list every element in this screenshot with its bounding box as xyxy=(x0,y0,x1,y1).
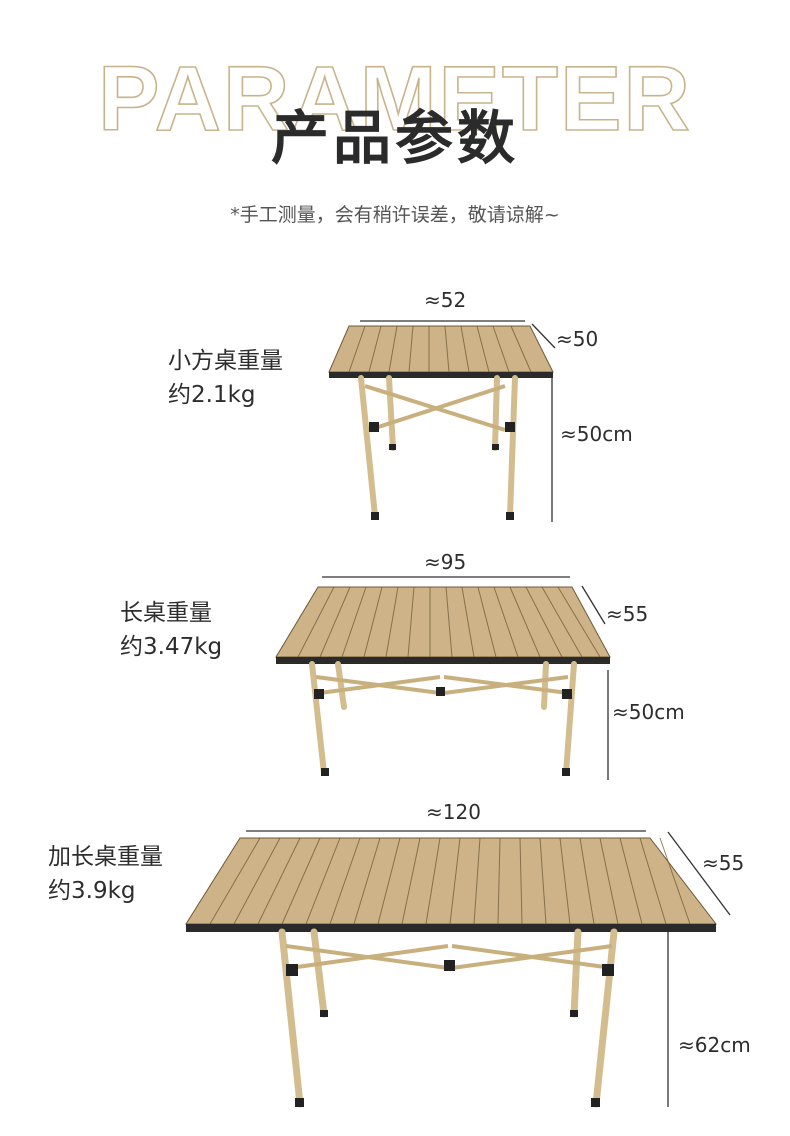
product-1-table-image xyxy=(328,325,554,520)
product-2-name: 长桌重量 xyxy=(120,600,212,626)
product-1-name: 小方桌重量 xyxy=(168,348,283,374)
product-2-height: ≈50cm xyxy=(612,700,685,724)
product-1-height: ≈50cm xyxy=(560,422,633,446)
product-1-weight: 约2.1kg xyxy=(168,382,256,408)
product-3-weight: 约3.9kg xyxy=(48,878,136,904)
product-1-dimensions xyxy=(360,320,556,522)
product-3-table-image xyxy=(185,837,718,1108)
product-2-table-image xyxy=(275,586,611,776)
product-2-dimensions xyxy=(322,576,609,780)
measurement-note: *手工测量，会有稍许误差，敬请谅解~ xyxy=(230,204,560,226)
product-1-width: ≈50 xyxy=(556,327,599,351)
page-title: 产品参数 xyxy=(270,104,519,172)
wordmark-text: PARAMETER xyxy=(98,48,692,150)
parameter-wordmark: PARAMETER xyxy=(97,47,692,150)
product-3-height: ≈62cm xyxy=(678,1033,751,1057)
product-2-width: ≈55 xyxy=(606,602,649,626)
product-3-name: 加长桌重量 xyxy=(48,844,163,870)
product-1-length: ≈52 xyxy=(424,288,467,312)
product-2-weight: 约3.47kg xyxy=(120,634,223,660)
product-2-length: ≈95 xyxy=(424,550,467,574)
width-line xyxy=(581,585,606,625)
width-line xyxy=(531,323,556,349)
product-3-width: ≈55 xyxy=(702,851,745,875)
product-3-length: ≈120 xyxy=(426,800,481,824)
product-3-dimensions xyxy=(246,830,731,1107)
width-line xyxy=(667,831,731,916)
